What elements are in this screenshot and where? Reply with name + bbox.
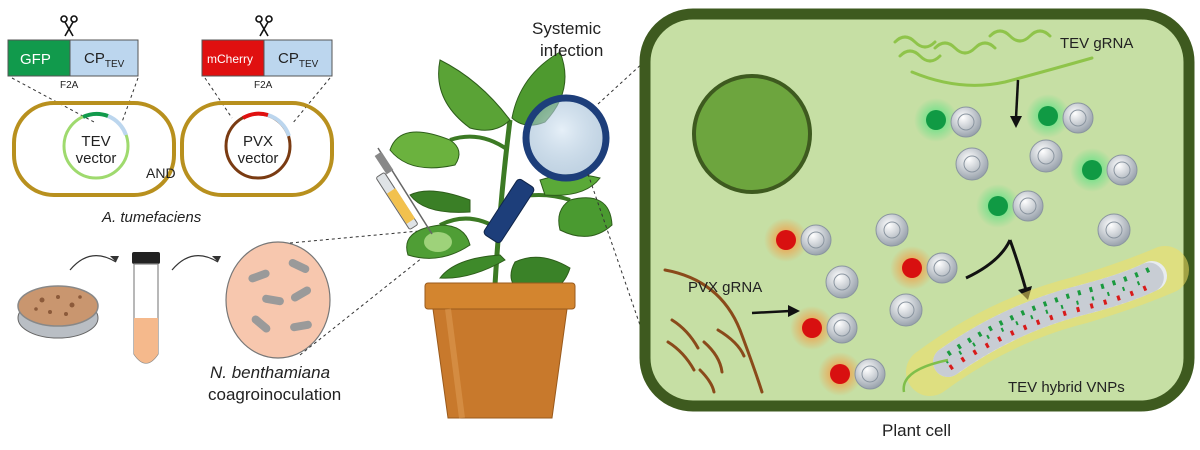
curved-arrow-icon	[69, 255, 117, 271]
dashed-guide-line	[121, 77, 139, 123]
pot-rim	[424, 282, 576, 310]
free-cp	[1029, 139, 1063, 173]
free-cp	[889, 293, 923, 327]
tev-gRNA-strands	[893, 29, 1094, 87]
pot-body	[432, 308, 568, 419]
and-label: AND	[146, 165, 176, 181]
cp-label-right: CPTEV	[278, 50, 319, 70]
leaf	[558, 197, 613, 237]
method-label: coagroinoculation	[208, 385, 341, 404]
leaf	[409, 190, 471, 213]
leaf	[389, 131, 460, 169]
gfp-label: GFP	[20, 51, 51, 68]
arrowhead-icon	[212, 256, 221, 262]
construct-tev: GFP CPTEV F2A TEV vector	[7, 15, 176, 197]
mcherry-box	[201, 39, 265, 77]
mcherry-cp-fusion	[764, 218, 832, 262]
species-label: N. benthamiana	[210, 363, 330, 382]
cp-segment	[267, 113, 291, 137]
dashed-guide-line	[204, 77, 233, 119]
tev-vector-line2: vector	[76, 150, 117, 167]
mcherry-cp-fusion	[890, 246, 958, 290]
nucleus	[692, 74, 812, 194]
plant-cell-caption: Plant cell	[882, 421, 951, 440]
arrowhead-icon	[788, 305, 800, 317]
petri-dish-icon	[17, 285, 99, 339]
free-cp	[1097, 213, 1131, 247]
leaf	[439, 254, 506, 279]
gfp-box	[7, 39, 71, 77]
curved-arrow-icon	[171, 255, 219, 271]
gfp-segment	[82, 111, 109, 119]
cp-tev-box-right	[263, 39, 333, 77]
tev-gRNA-label: TEV gRNA	[1060, 35, 1133, 52]
mcherry-cp-fusion	[790, 306, 858, 350]
magnifying-glass-icon	[483, 94, 610, 244]
merge-arrow-icon	[965, 239, 1028, 291]
gfp-cp-fusion	[1070, 148, 1138, 192]
dashed-guide-line	[291, 77, 331, 125]
cp-tev-box-left	[69, 39, 139, 77]
pvx-gRNA-strands	[663, 268, 764, 394]
pvx-vector-line2: vector	[238, 150, 279, 167]
bacteria-magnified-icon	[225, 241, 331, 359]
plant-cell: TEV gRNA PVX gRNA TEV hybrid VNPs	[639, 8, 1195, 412]
dashed-guide-line	[299, 249, 433, 356]
mcherry-cp-fusion	[818, 352, 886, 396]
pvx-gRNA-label: PVX gRNA	[688, 279, 762, 296]
arrowhead-icon	[1010, 116, 1022, 128]
down-arrow-icon	[1014, 79, 1020, 119]
tev-vector-line1: TEV	[81, 133, 110, 150]
mcherry-segment	[242, 111, 269, 120]
scissors-icon	[60, 15, 78, 37]
agrobacterium-cell-right	[180, 101, 334, 197]
f2a-label-left: F2A	[60, 80, 79, 91]
vnp-label: TEV hybrid VNPs	[1008, 379, 1125, 396]
gfp-cp-fusion	[976, 184, 1044, 228]
scissors-icon	[255, 15, 273, 37]
organism-label: A. tumefaciens	[101, 209, 202, 226]
pvx-vector-line1: PVX	[243, 133, 273, 150]
gfp-cp-fusion	[914, 98, 982, 142]
free-cp	[955, 147, 989, 181]
tev-hybrid-vnp	[902, 246, 1189, 396]
systemic-line2: infection	[540, 41, 603, 60]
mcherry-label: mCherry	[207, 52, 253, 66]
cp-segment	[107, 114, 128, 136]
f2a-label-right: F2A	[254, 80, 273, 91]
arrowhead-icon	[110, 256, 119, 262]
syringe-icon	[374, 147, 433, 235]
cp-label-left: CPTEV	[84, 50, 125, 70]
construct-pvx: mCherry CPTEV F2A PVX vector	[180, 15, 334, 197]
coat-protein-particles	[764, 94, 1138, 396]
agrobacterium-cell-left	[12, 101, 176, 197]
infiltrated-leaf-spot	[424, 232, 452, 252]
free-cp	[875, 213, 909, 247]
leaf	[438, 59, 511, 131]
gfp-cp-fusion	[1026, 94, 1094, 138]
right-arrow-icon	[751, 309, 791, 315]
systemic-line1: Systemic	[532, 19, 601, 38]
culture-tube-icon	[132, 252, 160, 364]
free-cp	[825, 265, 859, 299]
